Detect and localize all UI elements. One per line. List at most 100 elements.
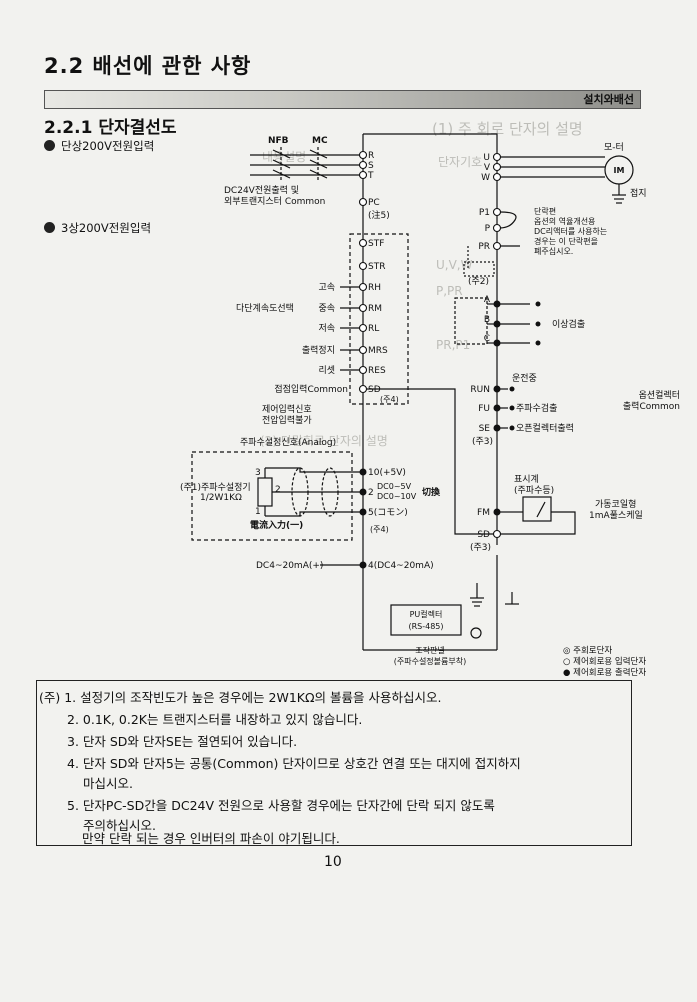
note5-label: (注5) xyxy=(368,209,390,221)
terminal-rl: RL xyxy=(368,324,379,334)
notes-box: (주) 1. 설정기의 조작빈도가 높은 경우에는 2W1KΩ의 볼륨을 사용하… xyxy=(36,680,632,846)
dcl-note-2: 옵션의 역율개선용 xyxy=(534,216,595,226)
note3b-label: (주3) xyxy=(470,542,491,553)
terminal-sd: SD xyxy=(368,385,381,395)
terminal-t: T xyxy=(367,171,374,181)
mc-label: MC xyxy=(312,136,328,146)
input-label-low: 저속 xyxy=(318,323,335,334)
note4b-label: (주4) xyxy=(370,525,389,534)
terminal-rm: RM xyxy=(368,304,382,314)
bullet-text: 3상200V전원입력 xyxy=(61,221,152,235)
multi-speed-label: 다단계속도선택 xyxy=(236,302,294,314)
bullet-text: 단상200V전원입력 xyxy=(61,139,155,153)
terminal-pc: PC xyxy=(368,198,380,208)
terminal-p: P xyxy=(485,224,491,234)
terminal-run: RUN xyxy=(470,385,490,395)
terminal-5: 5(コモン) xyxy=(368,508,408,518)
note-5: 5. 단자PC-SD간을 DC24V 전원으로 사용할 경우에는 단자간에 단락… xyxy=(67,798,495,813)
open-collector-label: 오픈컬렉터출력 xyxy=(516,422,574,434)
option-common-label-2: 출력Common xyxy=(623,400,680,412)
terminal-w: W xyxy=(481,173,490,183)
section-heading: 2.2 배선에 관한 사항 xyxy=(44,54,252,78)
terminal-u: U xyxy=(483,153,490,163)
terminal-rh: RH xyxy=(368,283,381,293)
option-common-label-1: 옵션컬렉터 xyxy=(639,390,680,401)
note-5-warning: 만약 단락 되는 경우 인버터의 파손이 야기됩니다. xyxy=(82,831,340,846)
dcl-note-4: 경우는 이 단락편을 xyxy=(534,236,598,246)
range-5v: DC0~5V xyxy=(377,482,412,491)
note-4-cont: 마십시오. xyxy=(83,776,133,791)
motor-label: 모-터 xyxy=(604,142,624,153)
input-label-mrs: 출력정지 xyxy=(302,344,335,356)
terminal-b: B xyxy=(484,315,490,325)
meter-label-2: 1mA풀스케일 xyxy=(589,510,643,521)
bullet-dot xyxy=(44,222,55,233)
panel-label-1: 조작판넬 xyxy=(415,645,444,655)
inverter-top-line xyxy=(363,133,498,148)
terminal-res: RES xyxy=(368,366,386,376)
terminal-10: 10(+5V) xyxy=(368,468,406,478)
note-5-cont: 주의하십시오. xyxy=(83,818,156,833)
terminal-se: SE xyxy=(479,424,491,434)
legend-control-input: ○ 제어회로용 입력단자 xyxy=(563,656,646,667)
note-2: 2. 0.1K, 0.2K는 트랜지스터를 내장하고 있지 않습니다. xyxy=(67,712,363,727)
terminal-2: 2 xyxy=(368,488,374,498)
legend-control-output: ● 제어회로용 출력단자 xyxy=(563,667,646,678)
freq-detect-label: 주파수검출 xyxy=(516,402,557,414)
legend-main-circuit: ◎ 주회로단자 xyxy=(563,645,612,656)
bleed-text: (2) 단말회로 단자의 설명 xyxy=(260,434,388,448)
common-input-label: 접점입력Common xyxy=(274,383,348,395)
pot-label-2: 1/2W1KΩ xyxy=(200,493,242,503)
terminal-p1: P1 xyxy=(479,208,490,218)
page-number: 10 xyxy=(324,854,342,870)
meter-label-1: 가동코일형 xyxy=(595,499,636,510)
current-input-label: 電流入力(一) xyxy=(250,519,303,531)
terminal-s: S xyxy=(368,161,374,171)
pot-pin-2: 2 xyxy=(275,485,281,495)
pot-pin-3: 3 xyxy=(255,468,261,478)
display-label-1: 표시계 xyxy=(514,473,539,485)
current-dc-label: DC4~20mA(+) xyxy=(256,561,323,571)
terminal-c: C xyxy=(484,334,490,344)
terminal-4: 4(DC4~20mA) xyxy=(368,561,434,571)
range-10v: DC0~10V xyxy=(377,492,417,501)
note3a-label: (주3) xyxy=(472,436,493,447)
pu-label-1: PU컬렉터 xyxy=(410,609,443,619)
fault-label: 이상검출 xyxy=(552,318,585,330)
dc24-label-2: 외부트랜지스터 Common xyxy=(224,195,325,207)
terminal-mrs: MRS xyxy=(368,346,388,356)
terminal-fm: FM xyxy=(477,508,490,518)
terminal-sd-right: SD xyxy=(477,530,490,540)
terminal-a: A xyxy=(484,295,491,305)
bullet-three-phase: 3상200V전원입력 xyxy=(44,220,151,236)
panel-label-2: (주파수설정볼륨부착) xyxy=(394,656,466,666)
bullet-single-phase: 단상200V전원입력 xyxy=(44,138,154,154)
terminal-v: V xyxy=(484,163,491,173)
running-label: 운전중 xyxy=(512,373,537,384)
terminal-pr: PR xyxy=(478,242,490,252)
header-bar-label: 설치와배선 xyxy=(583,93,634,106)
display-label-2: (주파수등) xyxy=(514,485,554,496)
dcl-note-1: 단락편 xyxy=(534,206,556,216)
terminal-str: STR xyxy=(368,262,385,272)
note-1: (주) 1. 설정기의 조작빈도가 높은 경우에는 2W1KΩ의 볼륨을 사용하… xyxy=(39,690,442,705)
terminal-r: R xyxy=(368,151,374,161)
pu-label-2: (RS-485) xyxy=(408,622,443,631)
dcl-note-3: DC리액터를 사용하는 xyxy=(534,226,607,236)
bleed-text: PR,P1 xyxy=(436,338,471,352)
dc24-label-1: DC24V전원출력 및 xyxy=(224,184,299,196)
subsection-heading: 2.2.1 단자결선도 xyxy=(44,118,177,138)
nfb-label: NFB xyxy=(268,136,289,146)
analog-title: 주파수설정신호(Analog) xyxy=(240,437,336,448)
input-label-reset: 리셋 xyxy=(318,365,335,376)
terminal-fu: FU xyxy=(478,404,490,414)
note2-label: (주2) xyxy=(468,276,489,287)
note4-label: (주4) xyxy=(380,395,399,404)
control-input-label-2: 전압입력불가 xyxy=(262,414,312,426)
note-4: 4. 단자 SD와 단자5는 공통(Common) 단자이므로 상호간 연결 또… xyxy=(67,756,521,771)
ground-label: 접지 xyxy=(630,187,647,199)
pot-label-1: (주1)주파수설정기 xyxy=(180,482,251,493)
note-3: 3. 단자 SD와 단자SE는 절연되어 있습니다. xyxy=(67,734,298,749)
